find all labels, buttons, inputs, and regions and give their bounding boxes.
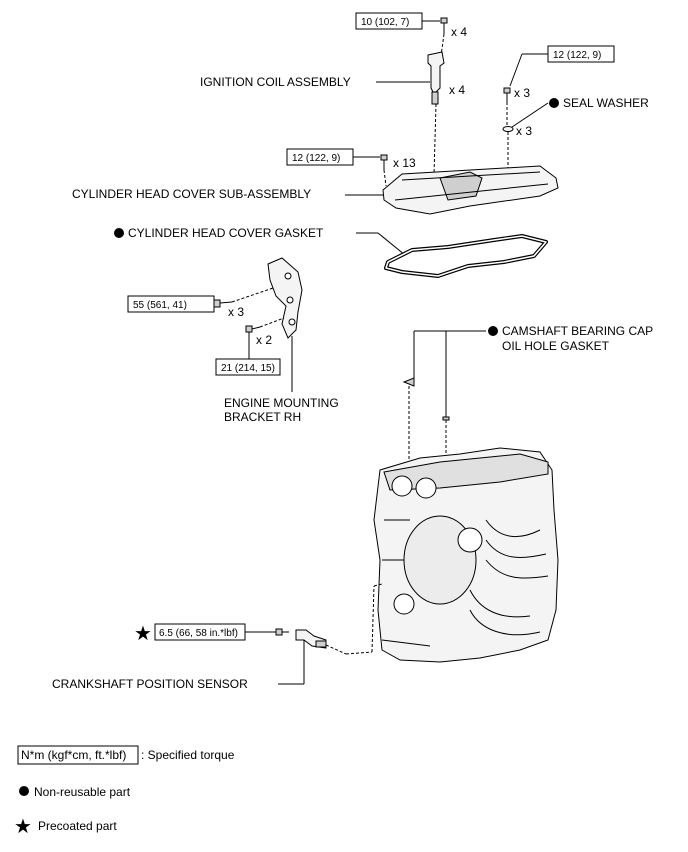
seal-washer [502, 126, 514, 132]
qty-coil-bolt: x 4 [451, 25, 467, 39]
nonreusable-dot-cam-gasket [488, 326, 498, 336]
cam-gasket-part-a [402, 377, 415, 387]
torque-box-bracket-b [215, 358, 281, 376]
legend-nonreusable-text: Non-reusable part [34, 785, 131, 799]
torque-cover-bolt: 12 (122, 9) [292, 153, 340, 164]
cover-gasket [384, 234, 548, 278]
precoated-star-sensor: ★ [134, 621, 152, 645]
torque-coil-bolt: 10 (102, 7) [361, 17, 409, 28]
ignition-coil [427, 51, 445, 105]
legend-nonreusable-dot [19, 786, 29, 796]
legend-torque-box-text: N*m (kgf*cm, ft.*lbf) [21, 748, 126, 762]
coil-bolt [440, 17, 448, 34]
label-seal-washer: SEAL WASHER [563, 96, 649, 110]
cylinder-head-cover [382, 165, 559, 215]
qty-coil: x 4 [449, 83, 465, 97]
label-cam-gasket-1: CAMSHAFT BEARING CAP [502, 324, 653, 338]
torque-bracket-b: 21 (214, 15) [221, 363, 275, 374]
label-crank-sensor: CRANKSHAFT POSITION SENSOR [52, 677, 248, 691]
cam-gasket-part-b [442, 416, 450, 421]
label-cover: CYLINDER HEAD COVER SUB-ASSEMBLY [72, 187, 311, 201]
legend-precoated-text: Precoated part [38, 819, 117, 833]
legend-torque-box [17, 745, 139, 765]
qty-cover-bolt: x 13 [393, 156, 416, 170]
legend-precoated-star: ★ [14, 814, 32, 838]
sensor-bolt [275, 628, 289, 636]
qty-bracket-b: x 2 [256, 333, 272, 347]
cover-stud [503, 87, 511, 102]
engine-mounting-bracket [267, 257, 303, 339]
legend: N*m (kgf*cm, ft.*lbf) : Specified torque… [14, 745, 235, 838]
qty-bracket-a: x 3 [228, 305, 244, 319]
label-bracket-2: BRACKET RH [224, 410, 301, 424]
label-ignition-coil: IGNITION COIL ASSEMBLY [200, 75, 351, 89]
crankshaft-position-sensor [295, 629, 327, 649]
bracket-bolt-b [245, 325, 261, 333]
torque-stud: 12 (122, 9) [553, 50, 601, 61]
cover-bolt [380, 154, 388, 170]
engine-block [373, 447, 559, 663]
legend-torque-text: : Specified torque [141, 748, 235, 762]
label-bracket-1: ENGINE MOUNTING [224, 396, 339, 410]
torque-sensor: 6.5 (66, 58 in.*lbf) [159, 628, 238, 639]
label-cam-gasket-2: OIL HOLE GASKET [502, 339, 610, 353]
label-gasket: CYLINDER HEAD COVER GASKET [128, 226, 324, 240]
nonreusable-dot-gasket [114, 228, 124, 238]
qty-washer: x 3 [516, 124, 532, 138]
torque-bracket-a: 55 (561, 41) [133, 300, 187, 311]
qty-stud: x 3 [514, 86, 530, 100]
nonreusable-dot-washer [549, 98, 559, 108]
bracket-bolt-a [213, 299, 233, 308]
